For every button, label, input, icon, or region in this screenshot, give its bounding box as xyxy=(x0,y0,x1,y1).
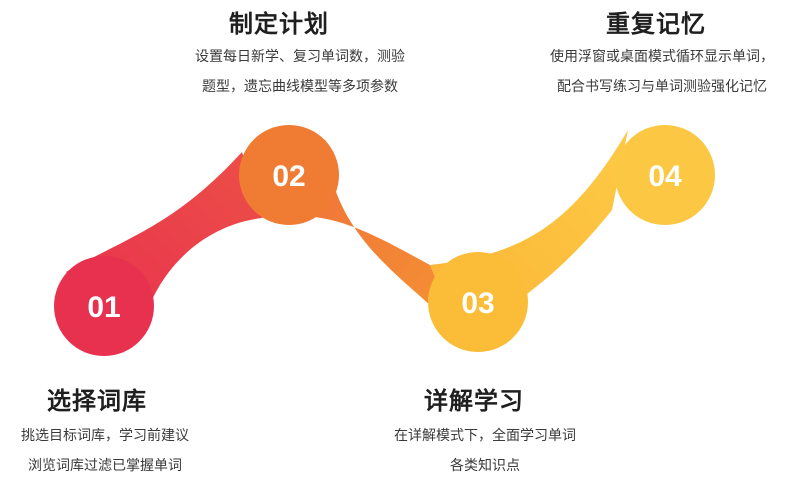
step-node-01: 01 xyxy=(54,256,154,356)
step-title-02: 制定计划 xyxy=(229,10,329,38)
step-desc-03-line2: 各类知识点 xyxy=(450,458,520,474)
step-desc-01-line2: 浏览词库过滤已掌握单词 xyxy=(28,458,182,474)
step-title-03: 详解学习 xyxy=(424,387,524,415)
step-desc-03-line1: 在详解模式下，全面学习单词 xyxy=(394,428,576,444)
step-desc-04: 使用浮窗或桌面模式循环显示单词， 配合书写练习与单词测验强化记忆 xyxy=(526,42,798,102)
step-number-04: 04 xyxy=(648,160,682,193)
step-desc-01: 挑选目标词库，学习前建议 浏览词库过滤已掌握单词 xyxy=(0,421,210,481)
step-desc-02: 设置每日新学、复习单词数，测验 题型，遗忘曲线模型等多项参数 xyxy=(160,42,440,102)
step-desc-03: 在详解模式下，全面学习单词 各类知识点 xyxy=(360,421,610,481)
step-desc-02-line1: 设置每日新学、复习单词数，测验 xyxy=(195,49,405,65)
step-number-02: 02 xyxy=(272,160,305,193)
step-desc-01-line1: 挑选目标词库，学习前建议 xyxy=(21,428,189,444)
step-number-03: 03 xyxy=(461,287,494,320)
step-desc-04-line1: 使用浮窗或桌面模式循环显示单词， xyxy=(550,49,774,65)
step-desc-04-line2: 配合书写练习与单词测验强化记忆 xyxy=(557,79,767,95)
step-node-03: 03 xyxy=(428,252,528,352)
step-node-04: 04 xyxy=(615,125,715,225)
step-number-01: 01 xyxy=(87,291,120,324)
step-desc-02-line2: 题型，遗忘曲线模型等多项参数 xyxy=(202,79,398,95)
step-title-04: 重复记忆 xyxy=(606,10,706,38)
step-node-02: 02 xyxy=(239,125,339,225)
step-title-01: 选择词库 xyxy=(47,387,147,415)
